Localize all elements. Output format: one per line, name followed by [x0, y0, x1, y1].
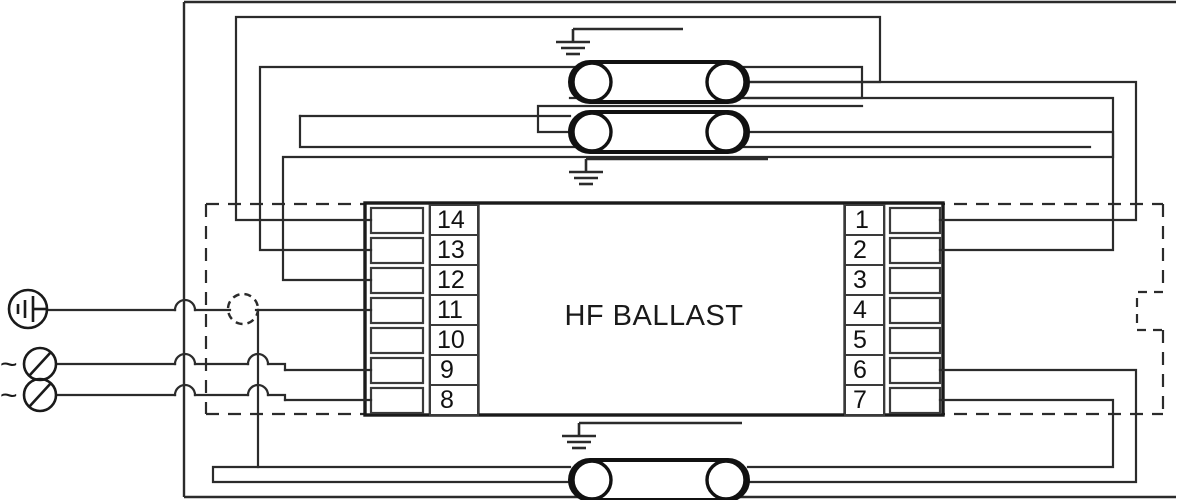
- terminal-pad-4[interactable]: [888, 296, 942, 325]
- wire-terminal-2-to-lamp1: [568, 96, 1115, 252]
- terminal-pad-6[interactable]: [888, 356, 942, 385]
- earth-symbol-middle: [569, 157, 768, 186]
- terminal-number-13: 13: [437, 236, 465, 264]
- terminal-number-8: 8: [440, 386, 454, 414]
- lamp-middle: [568, 110, 750, 154]
- terminal-number-12: 12: [437, 266, 465, 294]
- optional-earth-node: [226, 292, 260, 326]
- terminal-pad-10[interactable]: [369, 326, 425, 355]
- terminal-pad-14[interactable]: [369, 206, 425, 235]
- terminal-number-6: 6: [853, 356, 867, 384]
- wire-terminal-14-to-lamp1-right: [234, 15, 882, 222]
- terminal-number-11: 11: [437, 296, 463, 324]
- terminal-pad-8[interactable]: [369, 386, 425, 415]
- earth-symbol-top: [556, 27, 683, 56]
- lamp-bottom-electrode-left: [571, 459, 613, 500]
- terminal-cell-12: [429, 264, 479, 296]
- terminal-number-5: 5: [853, 326, 867, 354]
- terminal-number-3: 3: [853, 266, 867, 294]
- ac-supply-symbol-1: ~: [0, 346, 58, 382]
- terminal-number-10: 10: [437, 326, 465, 354]
- terminal-cell-7: [844, 384, 885, 416]
- terminal-cell-8: [429, 384, 479, 416]
- wire-ac2-to-terminal-8: [266, 393, 287, 402]
- terminal-number-7: 7: [853, 386, 867, 414]
- right-terminal-block: 1 2 3 4 5 6 7: [843, 203, 942, 416]
- lamp-top-electrode-right: [705, 61, 747, 103]
- wire-hop-ac1-trunk: [246, 352, 270, 366]
- wire-hop-ac2-trunk: [246, 383, 270, 397]
- wire-terminal-7-to-lamp3: [746, 398, 1115, 469]
- terminal-number-14: 14: [437, 206, 465, 234]
- lamp-top: [568, 60, 750, 104]
- lamp-middle-electrode-left: [571, 111, 613, 153]
- lamp-middle-electrode-right: [705, 111, 747, 153]
- lamp-bottom: [568, 458, 750, 500]
- ac-tilde-1: ~: [0, 348, 18, 381]
- wire-terminal-12-to-lamp2: [281, 130, 1115, 282]
- terminal-cell-2: [844, 234, 885, 266]
- wire-bottom-lamp-left-feed: [211, 465, 572, 484]
- ballast-label: HF BALLAST: [564, 300, 743, 332]
- ac-supply-symbol-2: ~: [0, 377, 58, 413]
- wire-terminal-6-to-lamp3: [746, 368, 1138, 484]
- terminal-pad-9[interactable]: [369, 356, 425, 385]
- ac-tilde-2: ~: [0, 379, 18, 412]
- wire-hop-earth-frame: [173, 298, 197, 312]
- terminal-number-1: 1: [855, 206, 869, 234]
- earth-symbol-bottom: [562, 421, 742, 450]
- terminal-cell-10: [429, 324, 479, 356]
- terminal-pad-3[interactable]: [888, 266, 942, 295]
- terminal-pad-1[interactable]: [888, 206, 942, 235]
- terminal-cell-9: [429, 354, 479, 386]
- wire-ac1-to-terminal-9: [266, 362, 287, 372]
- terminal-pad-13[interactable]: [369, 236, 425, 265]
- terminal-number-9: 9: [440, 356, 454, 384]
- lamp-bottom-electrode-right: [705, 459, 747, 500]
- terminal-cell-3: [844, 264, 885, 296]
- lamp-top-electrode-left: [571, 61, 613, 103]
- terminal-number-4: 4: [853, 296, 867, 324]
- terminal-pad-2[interactable]: [888, 236, 942, 265]
- left-terminal-block: 14 13 12 11 10 9 8: [369, 203, 480, 416]
- terminal-pad-5[interactable]: [888, 326, 942, 355]
- terminal-cell-1: [844, 204, 885, 236]
- terminal-pad-11[interactable]: [369, 296, 425, 325]
- terminal-number-2: 2: [853, 236, 867, 264]
- terminal-pad-12[interactable]: [369, 266, 425, 295]
- wire-hop-ac1-frame: [173, 352, 197, 366]
- wire-lamp2-left-return: [536, 104, 864, 134]
- earth-terminal-symbol: [7, 288, 49, 330]
- terminal-pad-7[interactable]: [888, 386, 942, 415]
- wire-lamp2-feed-route: [298, 114, 1092, 149]
- wire-terminal-1-to-lamp1-left: [568, 80, 1138, 222]
- terminal-cell-13: [429, 234, 479, 266]
- wire-hop-ac2-frame: [173, 383, 197, 397]
